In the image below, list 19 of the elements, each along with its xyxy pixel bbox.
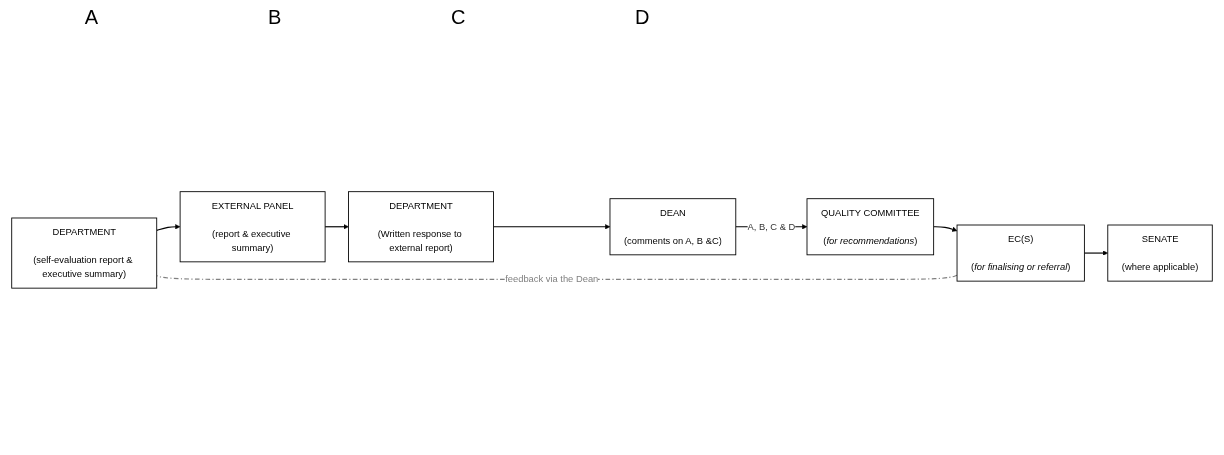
node-box: QUALITY COMMITTEE (for recommendations): [806, 198, 935, 256]
arrow: [156, 224, 181, 232]
node-box: DEPARTMENT (Written response to external report): [348, 191, 494, 263]
column-letter: D: [635, 6, 650, 29]
arrow: [933, 226, 958, 232]
column-letter: B: [267, 6, 282, 29]
column-letter: C: [450, 6, 466, 29]
node-box: SENATE (where applicable): [1107, 224, 1213, 282]
node-box: DEPARTMENT (self-evaluation report & executive summary): [11, 217, 158, 289]
edge-label: feedback via the Dean: [505, 274, 599, 285]
edge-label: A, B, C & D: [747, 221, 796, 232]
node-box: DEAN (comments on A, B &C): [609, 198, 737, 256]
arrow: [1083, 250, 1108, 256]
node-box: EC(S) (for finalising or referral): [956, 224, 1085, 282]
arrow: [492, 224, 611, 230]
connector: [156, 274, 958, 281]
column-letter: A: [84, 6, 99, 29]
arrow: [324, 224, 349, 230]
node-box: EXTERNAL PANEL (report & executive summary): [179, 191, 326, 263]
